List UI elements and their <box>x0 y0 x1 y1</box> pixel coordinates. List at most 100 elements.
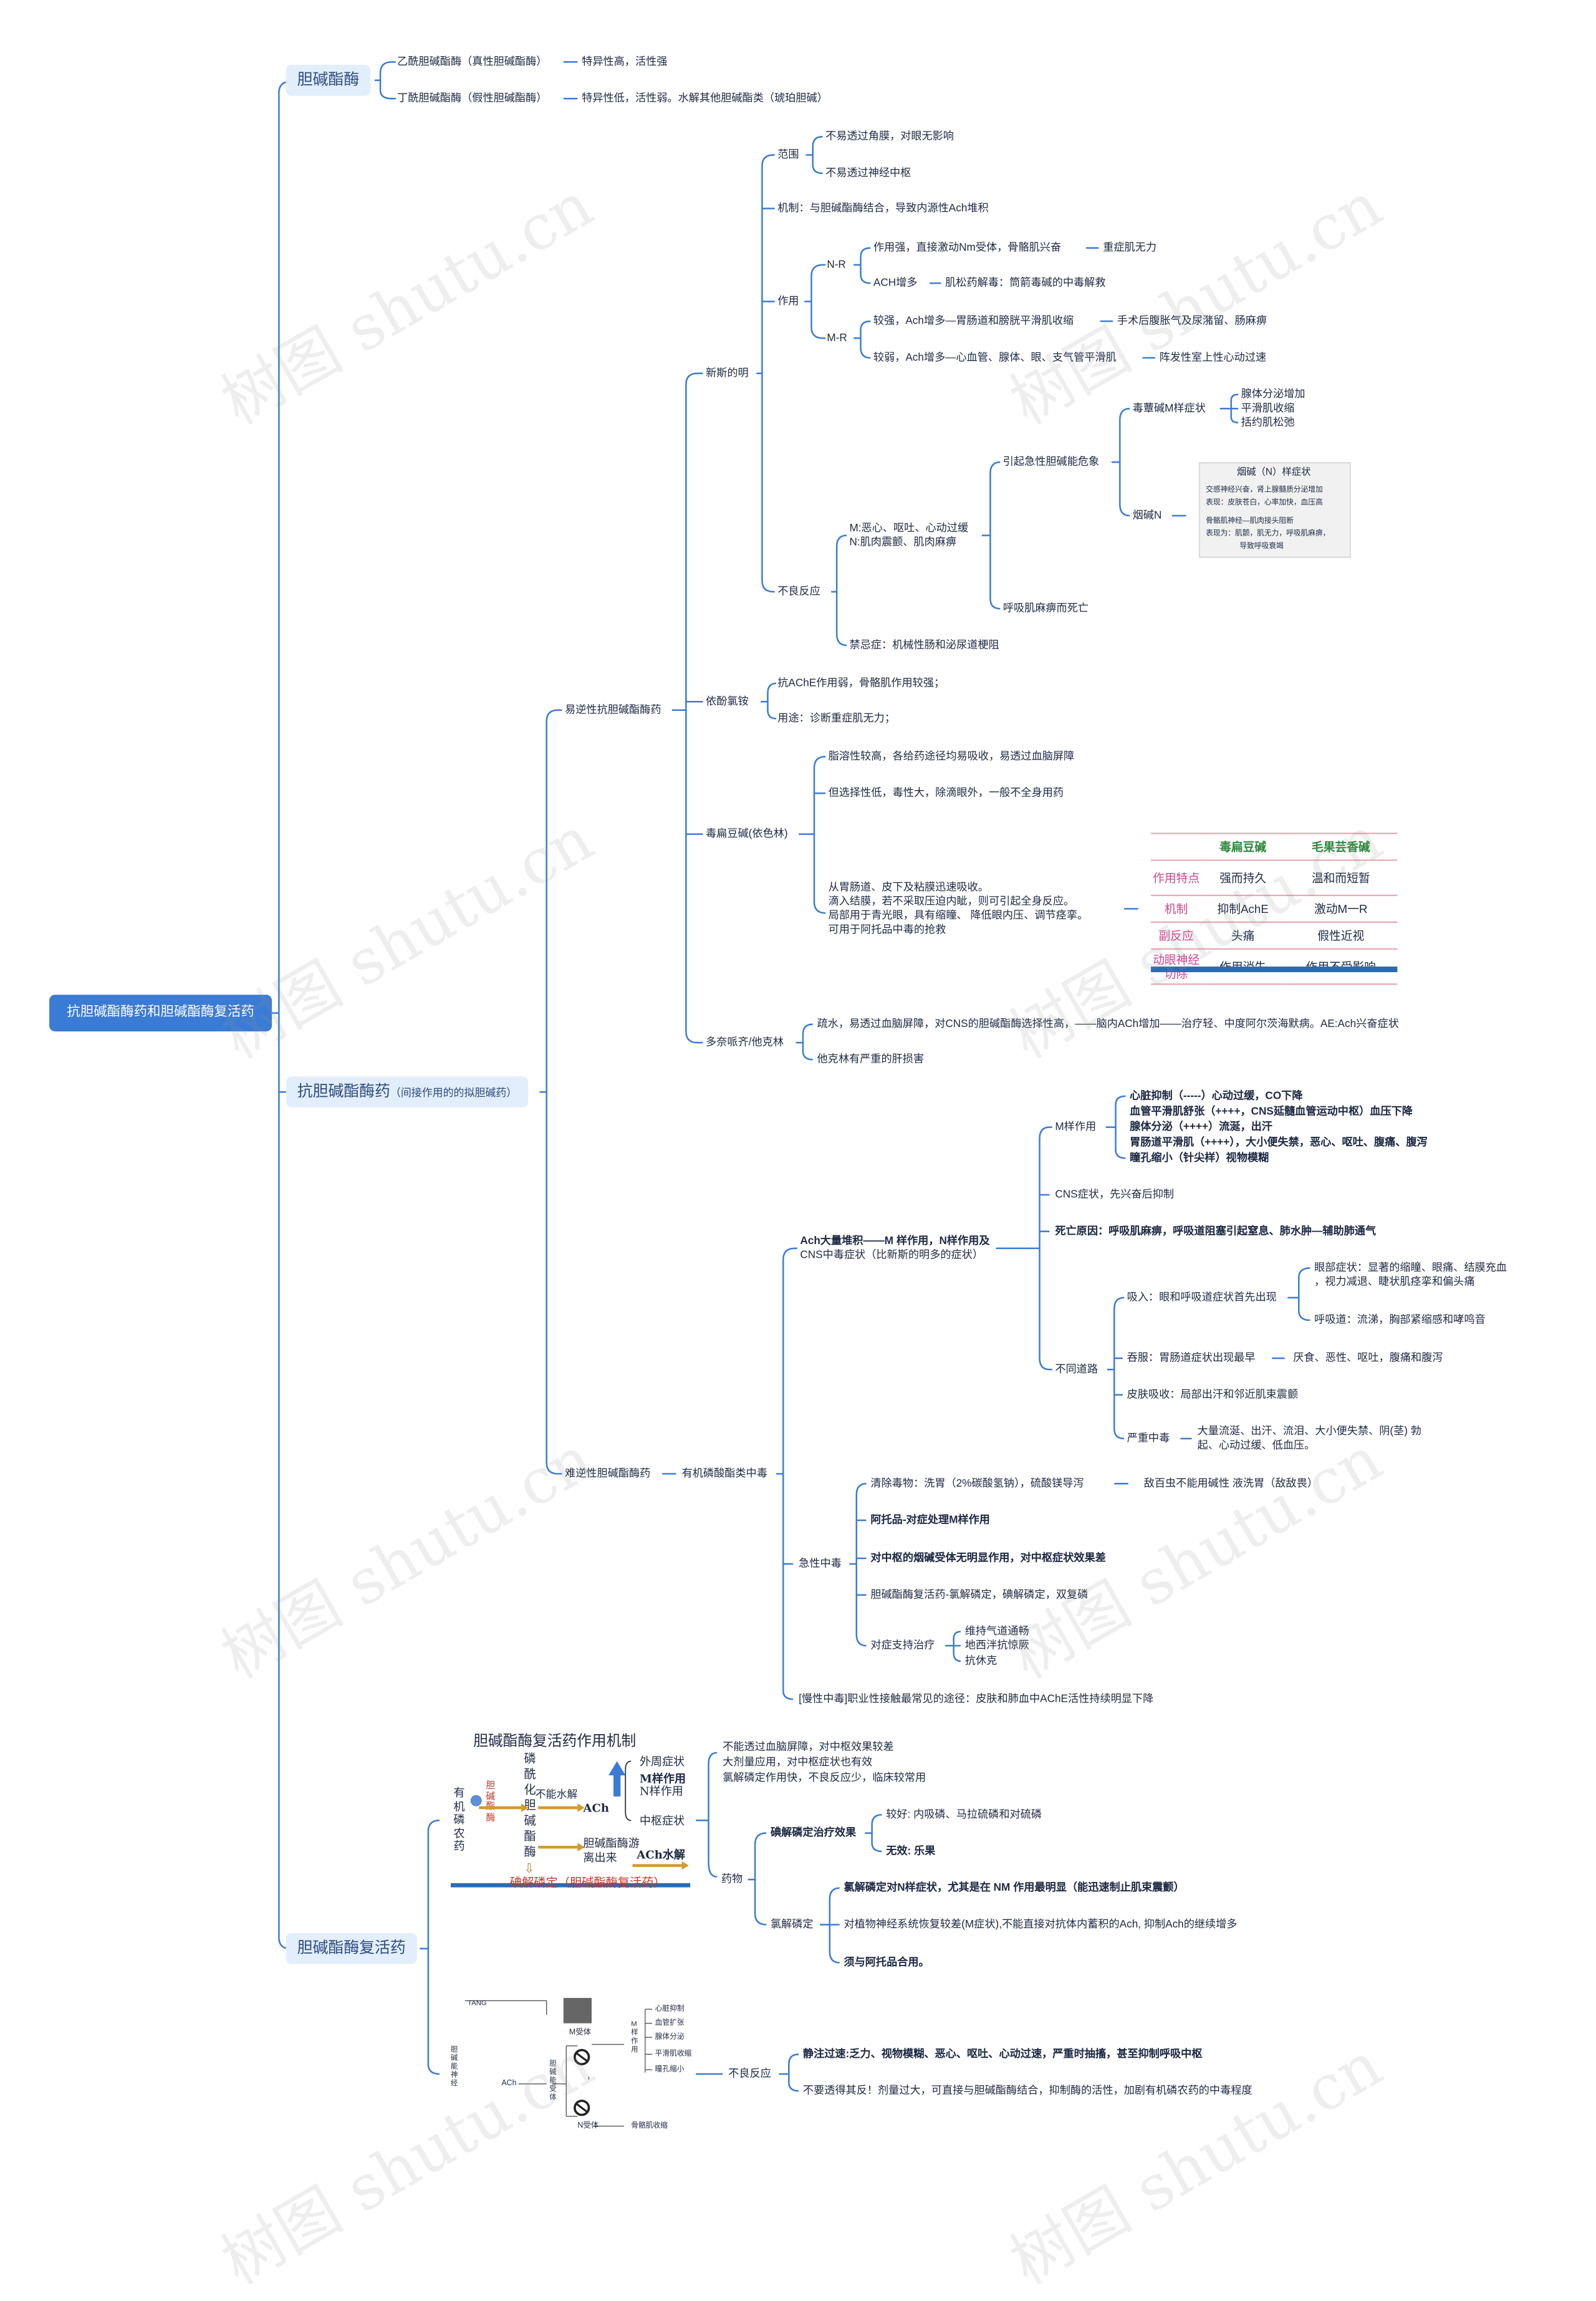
oral-node[interactable]: 吞服：胃肠道症状出现最早 <box>1127 1351 1256 1364</box>
effect-node[interactable]: 作用 <box>777 294 799 307</box>
reactivator-note: 大剂量应用，对中枢症状也有效 <box>723 1755 873 1768</box>
symptom-node[interactable]: Ach大量堆积——M 样作用，N样作用及 <box>800 1234 990 1247</box>
mechanism-arrows <box>451 1760 691 1888</box>
severe-symptom: 大量流涎、出汗、流泪、大小便失禁、阴(茎) 勃 <box>1197 1424 1421 1437</box>
airway-symptom: 呼吸道：流涕，胸部紧缩感和哮鸣音 <box>1314 1313 1486 1326</box>
receptor-item: 腺体分泌 <box>655 2033 685 2042</box>
receptor-ach-label: ACh <box>501 2080 517 2088</box>
m-receptor-node[interactable]: M-R <box>827 330 847 344</box>
mechanism-figure: 胆碱酯酶复活药作用机制 有机磷农药 胆碱酯酶 磷酰化胆碱酯酶 不能水解 ACh … <box>448 1733 695 1891</box>
nicotinic-box-title: 烟碱（N）样症状 <box>1236 468 1311 478</box>
irreversible-node[interactable]: 难逆性胆碱酯酶药 <box>565 1467 651 1480</box>
receptor-item: 平滑肌收缩 <box>655 2050 692 2059</box>
mechanism-reactivator-label: 碘解磷定（胆碱酯酶复活药） <box>509 1875 666 1889</box>
supportive-item: 地西泮抗惊厥 <box>964 1638 1029 1652</box>
nicotinic-node[interactable]: 烟碱N <box>1132 508 1162 522</box>
n-receptor-item: 作用强，直接激动Nm受体，骨骼肌兴奋 <box>873 241 1062 254</box>
muscarinic-item: 平滑肌收缩 <box>1241 401 1295 415</box>
mechanism-central: 中枢症状 <box>639 1815 685 1828</box>
route-node[interactable]: 不同道路 <box>1055 1362 1098 1376</box>
mechanism-freed: 胆碱酯酶游离出来 <box>583 1837 640 1864</box>
branch-reactivator[interactable]: 胆碱酯酶复活药 <box>286 1933 417 1964</box>
mechanism-phosphorylated: 磷酰化胆碱酯酶 <box>524 1752 536 1860</box>
range-node[interactable]: 范围 <box>777 148 799 161</box>
mechanism-dot-icon <box>470 1795 482 1807</box>
severe-node[interactable]: 严重中毒 <box>1127 1431 1170 1444</box>
branch-cholinesterase[interactable]: 胆碱酯酶 <box>286 64 371 96</box>
mn-symptom: N:肌肉震颤、肌肉麻痹 <box>849 535 957 548</box>
root-node[interactable]: 抗胆碱酯酶药和胆碱酯酶复活药 <box>49 995 272 1031</box>
pam-item: 较好: 内吸磷、马拉硫磷和对硫磷 <box>886 1807 1042 1821</box>
m-effect-item: 胃肠道平滑肌（++++），大小便失禁，恶心、呕吐、腹痛、腹泻 <box>1130 1136 1428 1149</box>
branch-anticholinesterase[interactable]: 抗胆碱酯酶药（间接作用的的拟胆碱药） <box>286 1076 529 1107</box>
reactivator-note: 不能透过血脑屏障，对中枢效果较差 <box>723 1740 894 1753</box>
muscarinic-item: 括约肌松弛 <box>1241 415 1295 428</box>
receptor-nerve-label: 胆碱能神经 <box>451 2045 458 2088</box>
inhalation-node[interactable]: 吸入：眼和呼吸道症状首先出现 <box>1127 1290 1277 1304</box>
donepezil-node[interactable]: 多奈哌齐/他克林 <box>706 1035 784 1049</box>
reactivator-adverse-item: 静注过速:乏力、视物模糊、恶心、呕吐、心动过速，严重时抽搐，甚至抑制呼吸中枢 <box>802 2047 1203 2060</box>
adverse-node[interactable]: 不良反应 <box>777 584 820 598</box>
acute-item: 胆碱酯酶复活药-氯解磷定，碘解磷定，双复磷 <box>870 1588 1089 1601</box>
table-row-header: 副反应 <box>1151 922 1202 950</box>
oral-symptom: 厌食、恶性、呕吐，腹痛和腹泻 <box>1293 1351 1443 1364</box>
n-receptor-node[interactable]: N-R <box>827 258 846 271</box>
table-cell: 温和而短暂 <box>1284 860 1398 897</box>
true-ache-node[interactable]: 乙酰胆碱酯酶（真性胆碱酯酶） <box>397 55 547 68</box>
mechanism-peripheral: 外周症状 <box>639 1755 685 1768</box>
pam-node[interactable]: 碘解磷定治疗效果 <box>770 1826 857 1839</box>
n-receptor-use: 肌松药解毒：筒箭毒碱的中毒解救 <box>945 276 1106 289</box>
receptor-figure: TANG 胆碱能神经 ACh 胆碱能受体 M受体 N受体 M样作用 心脏抑制 血… <box>448 1995 695 2136</box>
respiratory-death-node[interactable]: 呼吸肌麻痹而死亡 <box>1002 601 1089 615</box>
receptor-n-item: 骨骼肌收缩 <box>631 2121 668 2131</box>
pseudo-ache-node[interactable]: 丁酰胆碱酯酶（假性胆碱酯酶） <box>397 91 547 105</box>
organophosphate-node[interactable]: 有机磷酸酯类中毒 <box>681 1467 767 1480</box>
reversible-node[interactable]: 易逆性抗胆碱酯酶药 <box>565 703 661 716</box>
eye-symptom-line: ，视力减退、睫状肌痉挛和偏头痛 <box>1314 1275 1475 1288</box>
mechanism-down-arrow-icon: ⇩ <box>524 1861 535 1876</box>
donepezil-item: 疏水，易透过血脑屏障，对CNS的胆碱酯酶选择性高，——脑内ACh增加——治疗轻、… <box>817 1017 1399 1030</box>
range-item: 不易透过角膜，对眼无影响 <box>825 129 954 143</box>
table-cell: 假性近视 <box>1284 922 1398 950</box>
m-receptor-use: 手术后腹胀气及尿潴留、肠麻痹 <box>1117 314 1267 327</box>
neostigmine-node[interactable]: 新斯的明 <box>706 366 749 379</box>
chronic-node[interactable]: [慢性中毒]职业性接触最常见的途径：皮肤和肺血中AChE活性持续明显下降 <box>799 1692 1154 1705</box>
drug-node[interactable]: 药物 <box>721 1872 743 1886</box>
muscarinic-item: 腺体分泌增加 <box>1241 387 1305 400</box>
branch-anticholinesterase-label: 抗胆碱酯酶药 <box>297 1083 390 1101</box>
physostigmine-item: 滴入结膜，若不采取压迫内眦，则可引起全身反应。 <box>828 894 1075 908</box>
cns-node[interactable]: CNS症状，先兴奋后抑制 <box>1055 1187 1175 1201</box>
reactivator-adverse-item: 不要透得其反！剂量过大，可直接与胆碱酯酶结合，抑制酶的活性，加剧有机磷农药的中毒… <box>802 2083 1252 2097</box>
muscarinic-node[interactable]: 毒蕈碱M样症状 <box>1132 401 1206 415</box>
death-cause-node[interactable]: 死亡原因：呼吸肌麻痹，呼吸道阻塞引起窒息、肺水肿—辅助肺通气 <box>1055 1224 1377 1237</box>
receptor-type-label: 胆碱能受体 <box>549 2060 557 2103</box>
mindmap-canvas: 抗胆碱酯酶药和胆碱酯酶复活药 胆碱酯酶 抗胆碱酯酶药（间接作用的的拟胆碱药） 胆… <box>49 55 1507 2299</box>
edrophonium-item: 抗AChE作用弱，骨骼肌作用较强； <box>777 676 945 689</box>
contraindication-node[interactable]: 禁忌症：机械性肠和泌尿道梗阻 <box>849 638 999 651</box>
m-effect-node[interactable]: M样作用 <box>1055 1120 1097 1133</box>
mechanism-figure-title: 胆碱酯酶复活药作用机制 <box>473 1733 637 1750</box>
table-bottom-bar <box>1151 967 1398 973</box>
mechanism-node[interactable]: 机制：与胆碱酯酶结合，导致内源性Ach堆积 <box>777 201 989 215</box>
reactivator-adverse-node[interactable]: 不良反应 <box>728 2067 771 2080</box>
receptor-m-effect-label: M样作用 <box>631 2020 638 2055</box>
connector-lines <box>272 61 1310 2092</box>
pralidoxime-chloride-node[interactable]: 氯解磷定 <box>770 1917 814 1931</box>
acute-node[interactable]: 急性中毒 <box>799 1556 842 1570</box>
pralidoxime-item: 氯解磷定对N样症状，尤其是在 NM 作用最明显（能迅速制止肌束震颤） <box>844 1881 1185 1894</box>
m-effect-item: 心脏抑制（-----）心动过缓，CO下降 <box>1130 1089 1303 1102</box>
physostigmine-item: 但选择性低，毒性大，除滴眼外，一般不全身用药 <box>828 786 1064 799</box>
physostigmine-node[interactable]: 毒扁豆碱(依色林) <box>706 827 788 840</box>
n-receptor-item: ACH增多 <box>873 276 918 289</box>
physostigmine-item: 可用于阿托品中毒的抢救 <box>828 922 946 936</box>
donepezil-item: 他克林有严重的肝损害 <box>817 1052 925 1066</box>
supportive-item: 维持气道通畅 <box>964 1624 1029 1638</box>
receptor-m-label: M受体 <box>569 2028 592 2038</box>
m-receptor-use: 阵发性室上性心动过速 <box>1159 350 1267 364</box>
skin-node[interactable]: 皮肤吸收：局部出汗和邻近肌束震颤 <box>1127 1387 1299 1401</box>
edrophonium-node[interactable]: 依酚氯铵 <box>706 694 749 708</box>
eye-symptom: 眼部症状：显著的缩瞳、眼痛、结膜充血 <box>1314 1261 1507 1274</box>
supportive-node[interactable]: 对症支持治疗 <box>870 1638 935 1652</box>
crisis-node[interactable]: 引起急性胆碱能危象 <box>1002 455 1100 468</box>
